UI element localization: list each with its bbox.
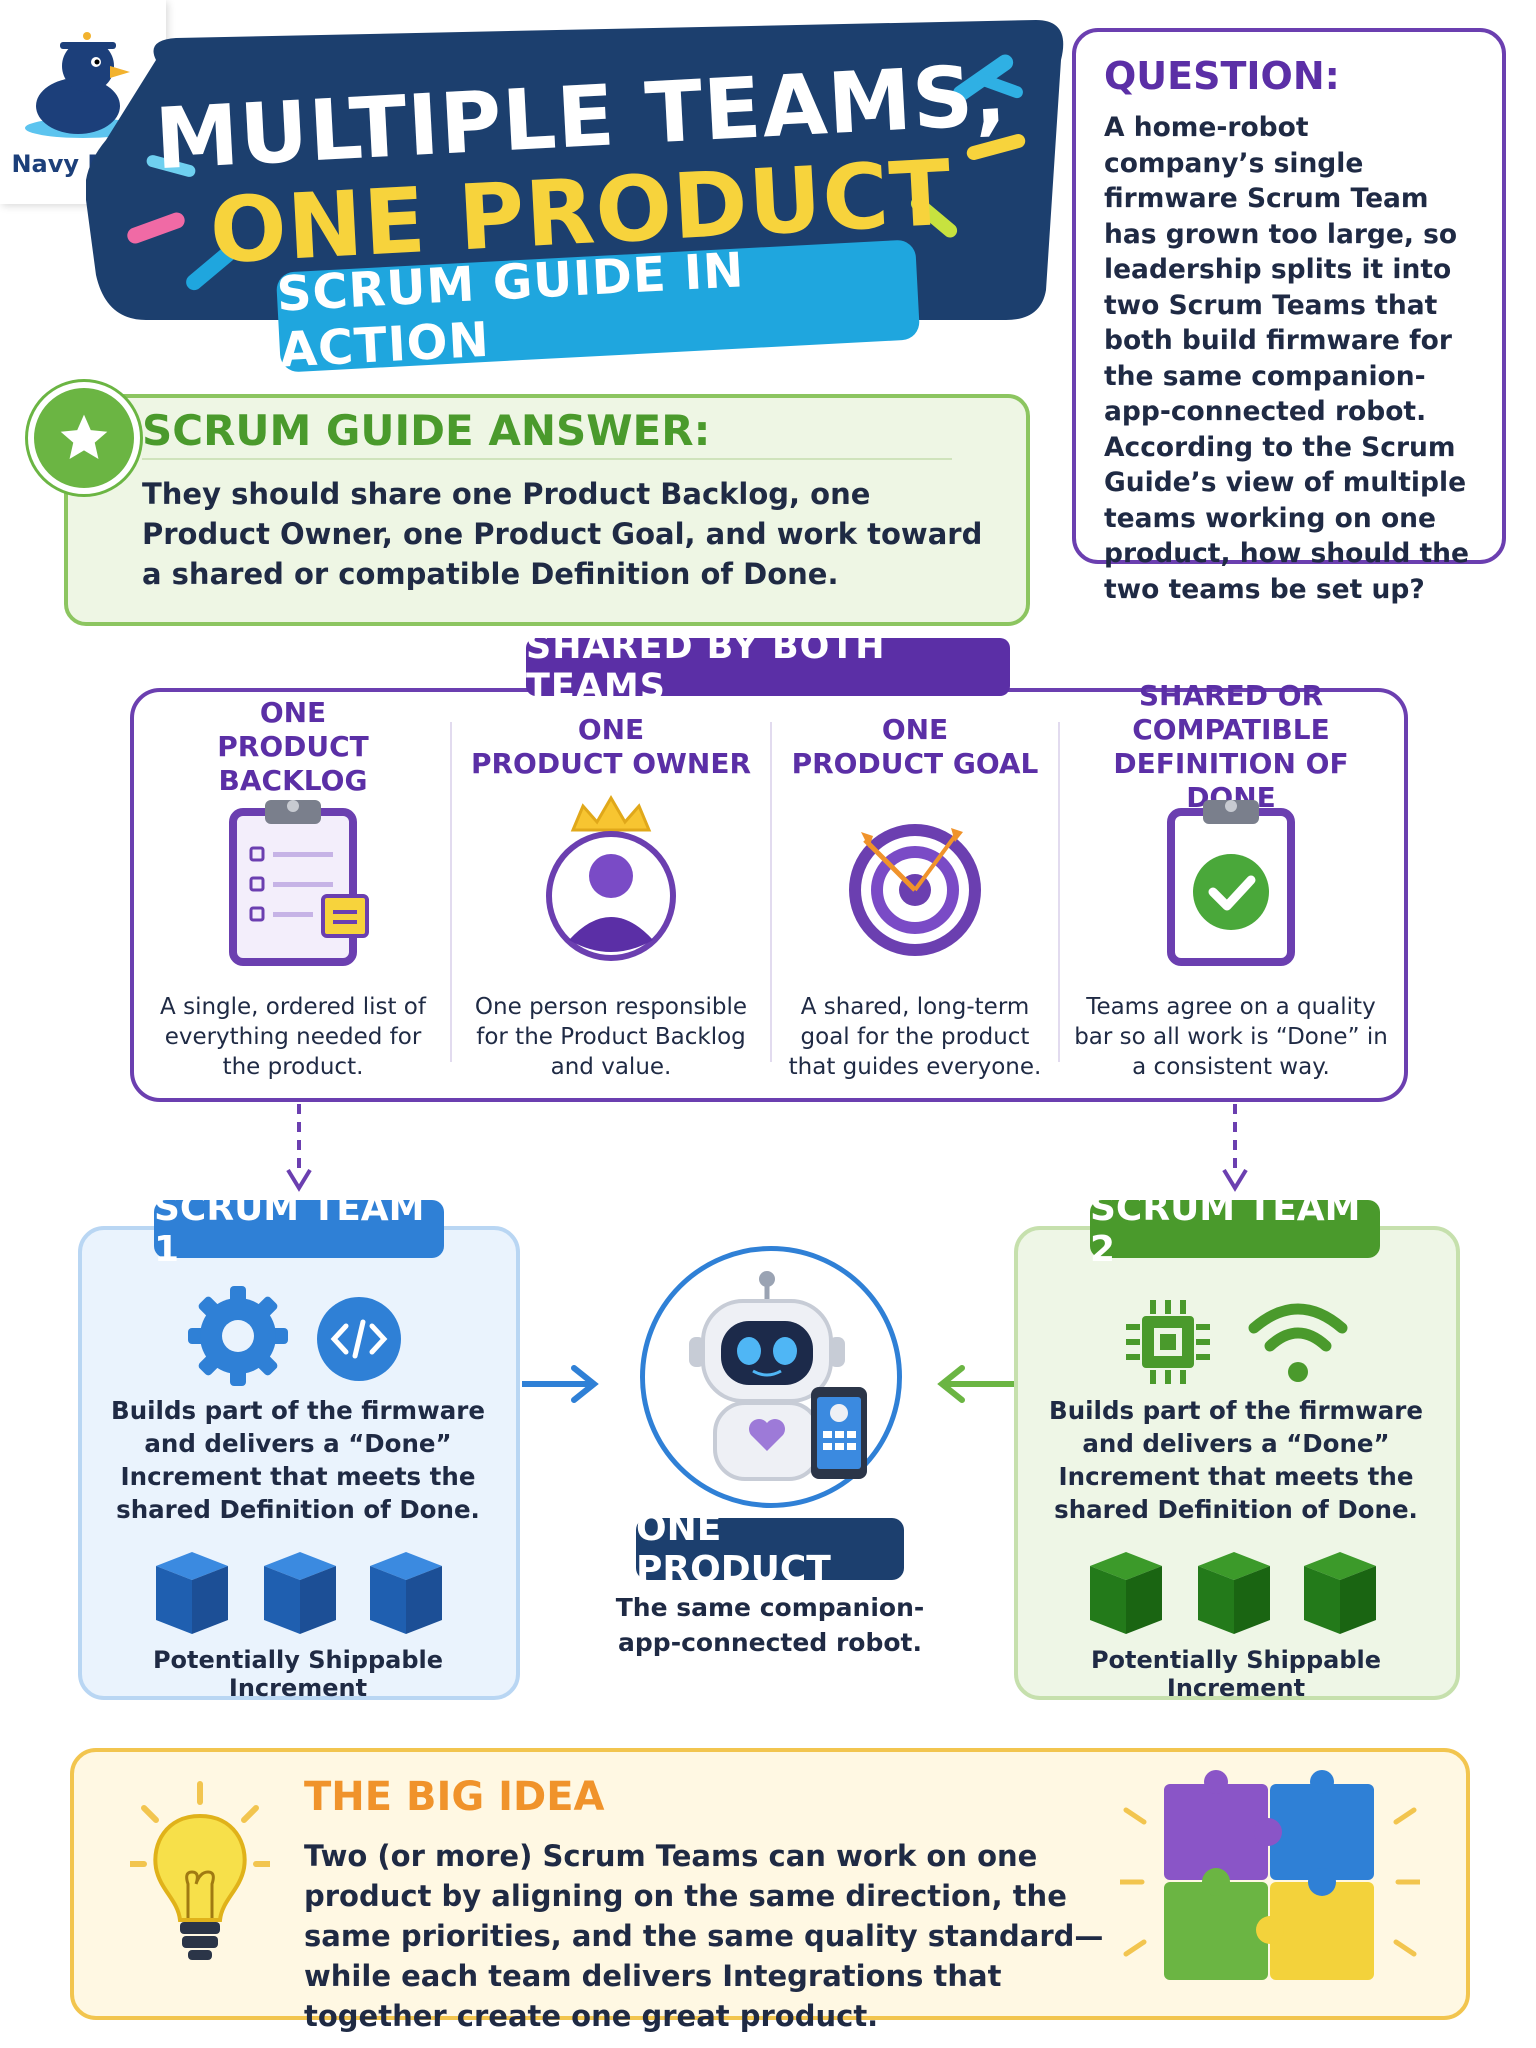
arrow-left-icon xyxy=(937,1365,1014,1403)
question-title: QUESTION: xyxy=(1104,54,1340,98)
arrow-right-icon xyxy=(522,1365,599,1403)
item-title-line-2: PRODUCT GOAL xyxy=(791,747,1039,780)
wifi-icon xyxy=(1248,1303,1348,1382)
lightbulb-icon xyxy=(130,1781,270,1960)
team-2-footer: Potentially Shippable Increment xyxy=(1090,1646,1382,1702)
chip-icon xyxy=(1126,1300,1210,1384)
target-icon xyxy=(849,824,981,956)
puzzle-pieces-icon xyxy=(1120,1770,1420,1980)
item-title-line-1: SHARED OR COMPATIBLE xyxy=(1132,679,1330,746)
question-body: A home-robot company’s single firmware S… xyxy=(1104,112,1470,605)
gear-icon xyxy=(188,1286,288,1386)
robot-with-phone-icon xyxy=(689,1271,867,1481)
team-1-footer: Potentially Shippable Increment xyxy=(152,1646,444,1702)
team-1-description: Builds part of the firmware and delivers… xyxy=(111,1396,485,1524)
item-description: A single, ordered list of everything nee… xyxy=(160,994,426,1080)
answer-body: They should share one Product Backlog, o… xyxy=(142,477,983,591)
star-badge xyxy=(28,382,140,494)
increment-cubes-icon xyxy=(1090,1552,1376,1634)
question-card: QUESTION: A home-robot company’s single … xyxy=(1072,28,1506,605)
column-divider xyxy=(1058,722,1060,1062)
item-description: A shared, long-term goal for the product… xyxy=(788,994,1042,1080)
big-idea-body: Two (or more) Scrum Teams can work on on… xyxy=(304,1839,1104,2033)
dashed-arrow-down-icon xyxy=(1222,1104,1248,1192)
star-icon xyxy=(60,414,108,459)
product-label: ONE PRODUCT xyxy=(636,1508,904,1590)
dashed-arrow-down-icon xyxy=(286,1104,312,1192)
crowned-person-icon xyxy=(546,795,676,961)
scrum-team-2-label: SCRUM TEAM 2 xyxy=(1090,1188,1380,1270)
item-description: One person responsible for the Product B… xyxy=(474,994,748,1080)
item-title-line-2: PRODUCT BACKLOG xyxy=(217,730,369,797)
answer-card xyxy=(64,394,1030,626)
clipboard-list-icon xyxy=(229,800,369,966)
item-title-line-2: PRODUCT OWNER xyxy=(470,747,752,780)
team-2-description: Builds part of the firmware and delivers… xyxy=(1049,1396,1423,1524)
item-description: Teams agree on a quality bar so all work… xyxy=(1074,994,1388,1080)
clipboard-check-icon xyxy=(1167,800,1295,966)
code-icon xyxy=(317,1297,401,1381)
product-circle xyxy=(640,1246,902,1508)
scrum-team-1-label: SCRUM TEAM 1 xyxy=(154,1188,444,1270)
shared-header: SHARED BY BOTH TEAMS xyxy=(526,627,1010,707)
column-divider xyxy=(770,722,772,1062)
item-title-line-1: ONE xyxy=(259,696,327,729)
product-description: The same companion-app-connected robot. xyxy=(615,1593,925,1657)
item-title-line-1: ONE xyxy=(577,713,645,746)
answer-title: SCRUM GUIDE ANSWER: xyxy=(142,406,711,455)
increment-cubes-icon xyxy=(156,1552,442,1634)
column-divider xyxy=(450,722,452,1062)
item-title-line-1: ONE xyxy=(881,713,949,746)
answer-divider xyxy=(142,458,952,460)
big-idea-title: THE BIG IDEA xyxy=(304,1774,605,1820)
